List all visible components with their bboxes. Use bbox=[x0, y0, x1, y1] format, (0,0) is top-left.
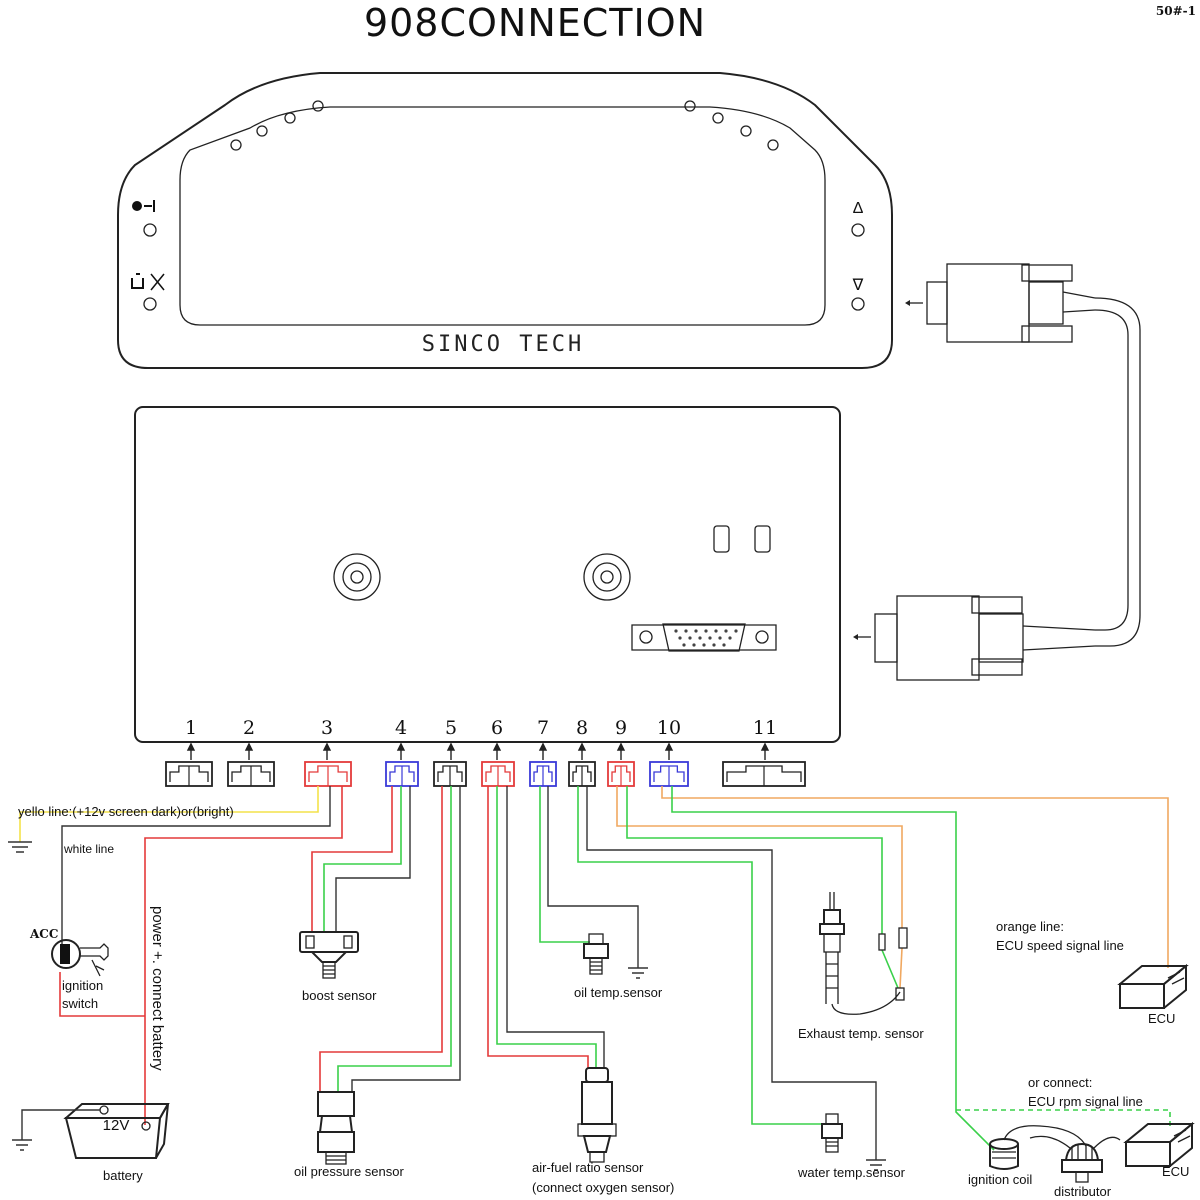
vga-port[interactable] bbox=[631, 623, 777, 652]
gauge-brand: SINCO TECH bbox=[422, 332, 584, 357]
back-panel bbox=[134, 406, 841, 743]
distributor-label: distributor bbox=[1054, 1184, 1112, 1199]
ignition-coil bbox=[989, 1125, 1087, 1170]
ground-icon bbox=[8, 841, 32, 853]
ignition-label: ignition bbox=[62, 978, 103, 993]
db9-connector-bottom bbox=[853, 595, 1096, 681]
up-button[interactable] bbox=[851, 223, 865, 237]
settings-button[interactable] bbox=[143, 223, 157, 237]
db9-connector-top bbox=[905, 263, 1096, 343]
ground-icon bbox=[866, 1159, 886, 1171]
ecu-label: ECU bbox=[1162, 1164, 1189, 1179]
ground-icon bbox=[12, 1139, 32, 1151]
battery: 12V bbox=[12, 1103, 170, 1159]
port-number: 11 bbox=[753, 717, 777, 739]
diagram-code: 50#-1 bbox=[1156, 4, 1196, 18]
white-line-label: white line bbox=[63, 842, 114, 856]
battery-voltage: 12V bbox=[103, 1117, 130, 1134]
ecu-label: ECU bbox=[1148, 1011, 1175, 1026]
boost-sensor bbox=[299, 931, 359, 979]
white-wire bbox=[61, 786, 331, 958]
port-number: 1 bbox=[185, 717, 197, 739]
port-number: 5 bbox=[445, 717, 457, 739]
port-numbers: 1 2 3 4 5 6 7 8 9 10 11 bbox=[185, 717, 777, 739]
afr-sensor-label: air-fuel ratio sensor bbox=[532, 1160, 644, 1175]
mount-hole-left bbox=[333, 553, 381, 601]
reset-button[interactable] bbox=[143, 297, 157, 311]
up-arrow-icon: ∆ bbox=[853, 200, 863, 217]
battery-label: battery bbox=[103, 1168, 143, 1183]
ecu-box bbox=[1123, 1121, 1195, 1167]
acc-label: ACC bbox=[29, 927, 58, 941]
labels: yello line:(+12v screen dark)or(bright) … bbox=[18, 804, 1189, 1199]
ecu-box bbox=[1117, 963, 1189, 1009]
orange-line-label: orange line: bbox=[996, 919, 1064, 934]
down-arrow-icon: ∇ bbox=[852, 277, 864, 294]
port-number: 7 bbox=[537, 717, 549, 739]
water-temp-sensor-label: water temp.sensor bbox=[797, 1165, 906, 1180]
ignition-coil-label: ignition coil bbox=[968, 1172, 1032, 1187]
port-number: 4 bbox=[395, 717, 407, 739]
yellow-line-label: yello line:(+12v screen dark)or(bright) bbox=[18, 804, 234, 819]
red-power-wire bbox=[144, 786, 343, 1125]
oil-temp-sensor bbox=[583, 933, 609, 975]
settings-icon bbox=[132, 200, 155, 212]
port-arrows bbox=[186, 742, 770, 760]
exhaust-temp-sensor bbox=[819, 892, 908, 1015]
port-plug-5 bbox=[433, 761, 467, 787]
port-number: 6 bbox=[491, 717, 503, 739]
port-plug-7 bbox=[529, 761, 557, 787]
ignition-switch: ACC bbox=[29, 927, 109, 977]
port-number: 8 bbox=[576, 717, 588, 739]
oil-pressure-sensor bbox=[317, 1091, 355, 1165]
reset-icon bbox=[131, 273, 165, 291]
port-plug-4 bbox=[385, 761, 419, 787]
yellow-wire bbox=[19, 786, 319, 842]
port-plug-1 bbox=[165, 761, 213, 787]
ecu-rpm-label: ECU rpm signal line bbox=[1028, 1094, 1143, 1109]
exhaust-temp-sensor-label: Exhaust temp. sensor bbox=[798, 1026, 924, 1041]
air-fuel-ratio-sensor bbox=[577, 1067, 617, 1163]
oil-pressure-sensor-label: oil pressure sensor bbox=[294, 1164, 404, 1179]
ground-icon bbox=[628, 967, 648, 979]
ecu-speed-label: ECU speed signal line bbox=[996, 938, 1124, 953]
boost-sensor-label: boost sensor bbox=[302, 988, 377, 1003]
port-number: 9 bbox=[615, 717, 627, 739]
switch-label: switch bbox=[62, 996, 98, 1011]
water-temp-sensor bbox=[821, 1113, 843, 1153]
port-plug-2 bbox=[227, 761, 275, 787]
page-title: 908CONNECTION bbox=[364, 1, 706, 45]
power-label: power +. connect battery bbox=[149, 906, 166, 1071]
mount-hole-right bbox=[583, 553, 631, 601]
port-plug-9 bbox=[607, 761, 635, 787]
distributor bbox=[1029, 1135, 1121, 1183]
shift-lights bbox=[230, 100, 779, 151]
wires bbox=[8, 786, 1171, 1171]
port-plug-8 bbox=[568, 761, 596, 787]
db9-cable bbox=[1094, 297, 1141, 647]
port-plug-3 bbox=[304, 761, 352, 787]
port-plug-10 bbox=[649, 761, 689, 787]
gauge-display: SINCO TECH ∆ ∇ bbox=[117, 72, 893, 369]
switch-slot bbox=[754, 525, 771, 553]
port-plug-11 bbox=[722, 761, 806, 787]
down-button[interactable] bbox=[851, 297, 865, 311]
port-number: 10 bbox=[657, 717, 681, 739]
or-connect-label: or connect: bbox=[1028, 1075, 1092, 1090]
switch-slot bbox=[713, 525, 730, 553]
afr-note-label: (connect oxygen sensor) bbox=[532, 1180, 674, 1195]
port-plugs bbox=[165, 761, 806, 787]
port-number: 2 bbox=[243, 717, 255, 739]
port-plug-6 bbox=[481, 761, 515, 787]
port-number: 3 bbox=[321, 717, 333, 739]
oil-temp-sensor-label: oil temp.sensor bbox=[574, 985, 663, 1000]
